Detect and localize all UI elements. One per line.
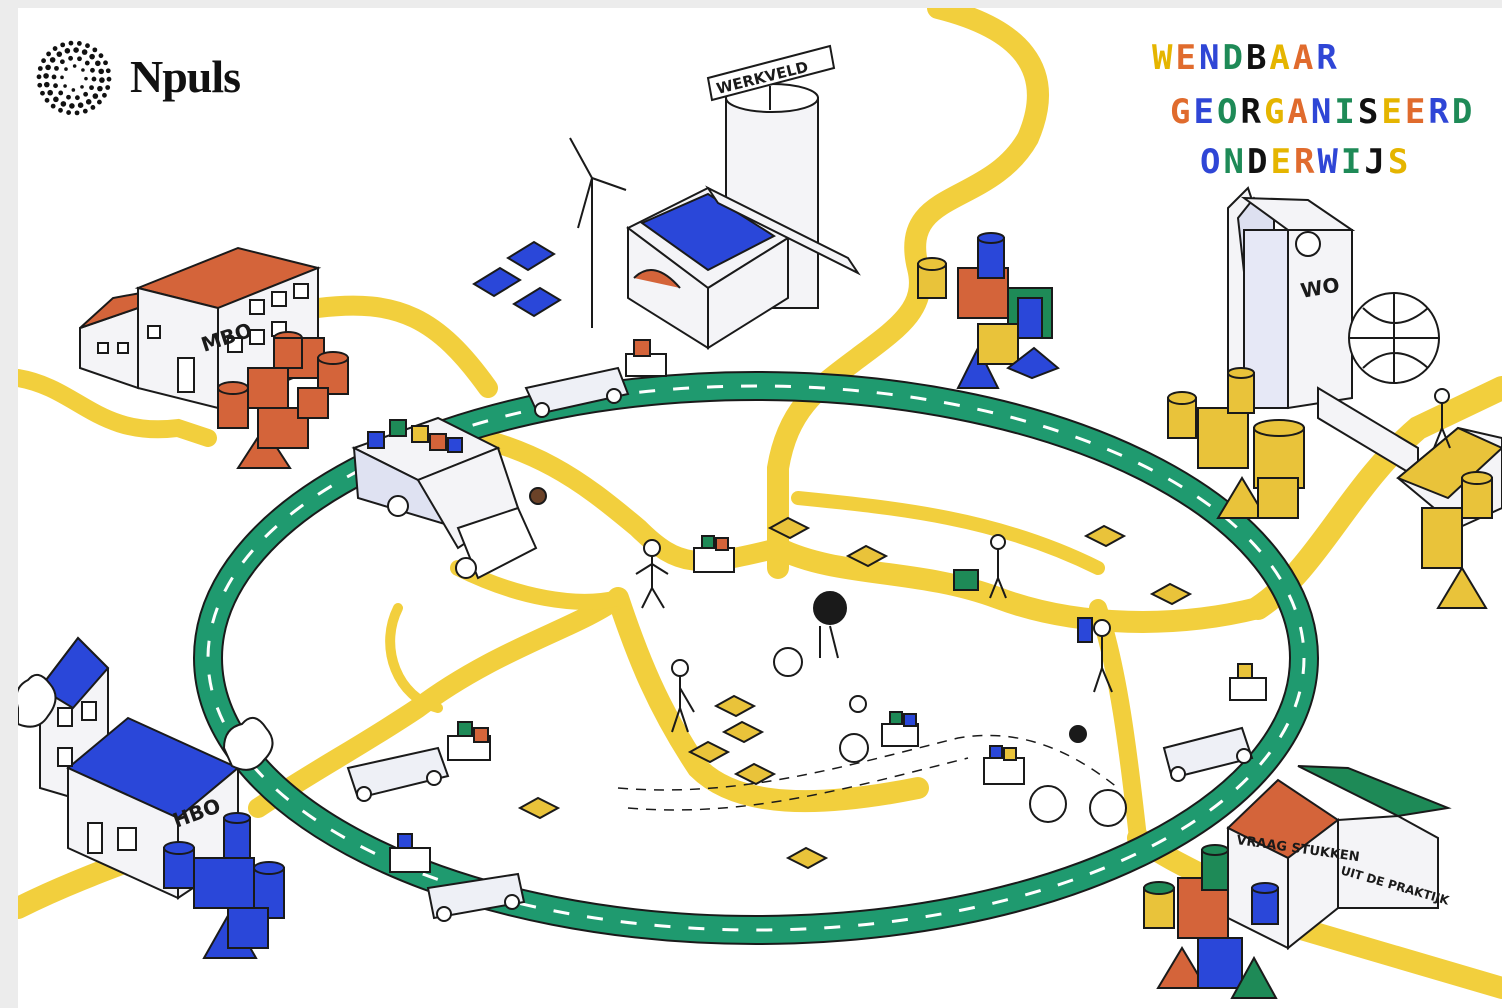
title-line-3-text: ONDERWIJS (1200, 142, 1412, 182)
yellow-tiles (517, 516, 1193, 870)
title-line-1: WENDBAAR (1152, 38, 1340, 78)
title-line-2-text: GEORGANISEERD (1170, 92, 1476, 132)
title-line-3: ONDERWIJS (1200, 142, 1411, 182)
hbo-blocks (163, 812, 285, 959)
cars (346, 366, 1254, 922)
title-line-1-text: WENDBAAR (1152, 38, 1340, 78)
vraagstukken-blocks (1143, 844, 1279, 999)
werkveld-factory (569, 44, 861, 350)
brand-name: Npuls (130, 51, 241, 102)
werkveld-blocks (917, 232, 1060, 389)
trees (18, 673, 274, 771)
people (529, 388, 1451, 827)
trailers (389, 339, 1267, 873)
mbo-blocks (217, 331, 349, 469)
wo-building (1227, 186, 1440, 480)
solar-panels (472, 240, 562, 318)
illustration-canvas: MBO HBO (18, 8, 1502, 1008)
title-line-2: GEORGANISEERD (1170, 92, 1475, 132)
scene-illustration: MBO HBO (18, 8, 1502, 999)
dotted-ring-icon (36, 40, 112, 116)
dashed-tracks (617, 734, 1119, 811)
wo-blocks (1167, 367, 1502, 609)
ring-road (193, 371, 1319, 945)
delivery-truck (351, 416, 538, 580)
